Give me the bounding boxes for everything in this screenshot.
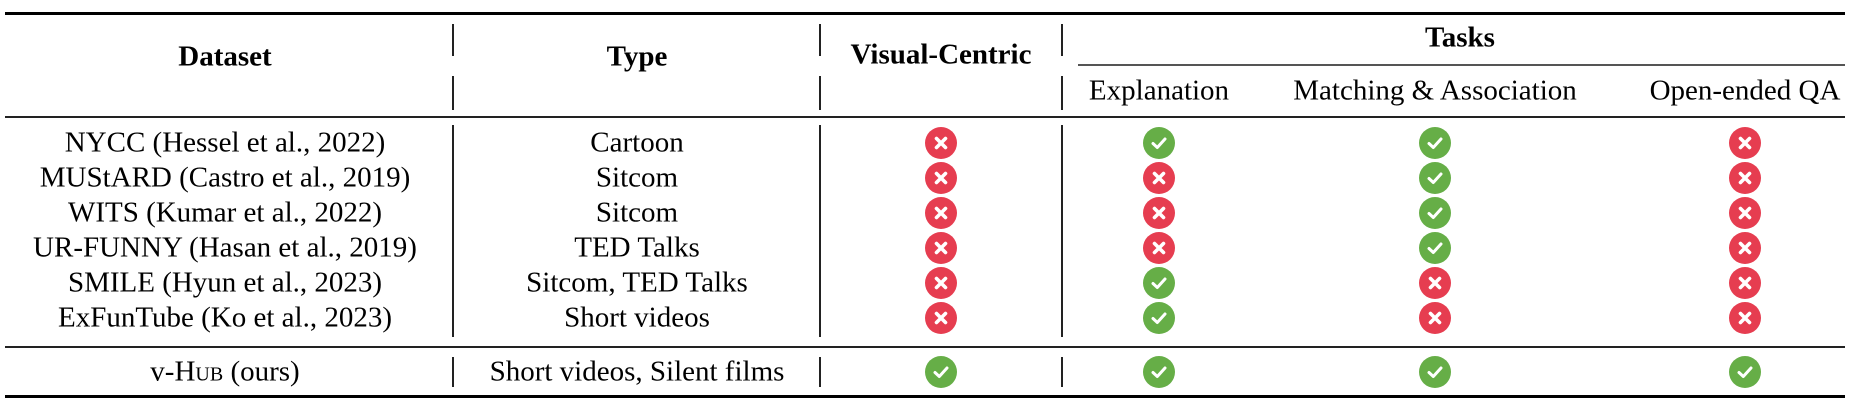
check-circle-icon [925, 356, 957, 388]
ours-dataset: v-Hub (ours) [150, 355, 300, 388]
col-separator [452, 24, 454, 56]
cross-circle-icon [1729, 232, 1761, 264]
cross-circle-icon [1143, 232, 1175, 264]
cross-circle-icon [925, 127, 957, 159]
check-circle-icon [1419, 356, 1451, 388]
cross-circle-icon [925, 302, 957, 334]
cross-circle-icon [1729, 162, 1761, 194]
cross-circle-icon [1143, 197, 1175, 229]
check-circle-icon [1143, 267, 1175, 299]
cross-circle-icon [925, 162, 957, 194]
cross-circle-icon [1729, 302, 1761, 334]
row-dataset: ExFunTube (Ko et al., 2023) [57, 301, 393, 334]
check-circle-icon [1419, 127, 1451, 159]
col-separator [819, 357, 821, 387]
header-open-ended-qa: Open-ended QA [1649, 74, 1841, 107]
header-type: Type [606, 40, 668, 73]
check-circle-icon [1143, 302, 1175, 334]
cross-circle-icon [1729, 267, 1761, 299]
col-separator [819, 76, 821, 110]
col-separator [452, 125, 454, 337]
check-circle-icon [1419, 162, 1451, 194]
row-dataset: WITS (Kumar et al., 2022) [67, 196, 383, 229]
col-separator [819, 24, 821, 56]
header-matching-association: Matching & Association [1293, 74, 1577, 107]
row-dataset: NYCC (Hessel et al., 2022) [64, 126, 386, 159]
cross-circle-icon [1729, 127, 1761, 159]
tasks-cmidrule [1078, 64, 1845, 66]
row-dataset: MUStARD (Castro et al., 2019) [39, 161, 411, 194]
cross-circle-icon [1419, 267, 1451, 299]
row-type: Sitcom [595, 196, 679, 229]
ours-name-prefix: v-H [150, 355, 196, 388]
header-dataset: Dataset [178, 40, 272, 73]
check-circle-icon [1419, 232, 1451, 264]
col-separator [452, 357, 454, 387]
col-separator [452, 76, 454, 110]
cross-circle-icon [1729, 197, 1761, 229]
row-type: TED Talks [574, 231, 700, 264]
header-tasks: Tasks [1425, 21, 1495, 54]
ours-name-smallcaps: ub [195, 355, 224, 388]
header-explanation: Explanation [1088, 74, 1230, 107]
cross-circle-icon [1419, 302, 1451, 334]
col-separator [1061, 125, 1063, 337]
check-circle-icon [1143, 127, 1175, 159]
check-circle-icon [1729, 356, 1761, 388]
col-separator [1061, 76, 1063, 110]
bottom-rule [5, 395, 1845, 398]
header-visual-centric: Visual-Centric [850, 38, 1032, 71]
col-separator [819, 125, 821, 337]
header-rule [5, 116, 1845, 118]
ours-name-suffix: (ours) [223, 355, 300, 388]
top-rule [5, 12, 1845, 15]
cross-circle-icon [925, 232, 957, 264]
check-circle-icon [1143, 356, 1175, 388]
ours-divider-rule [5, 346, 1845, 348]
row-type: Sitcom [595, 161, 679, 194]
check-circle-icon [1419, 197, 1451, 229]
row-type: Cartoon [590, 126, 684, 159]
ours-type: Short videos, Silent films [489, 355, 785, 388]
cross-circle-icon [925, 197, 957, 229]
row-dataset: SMILE (Hyun et al., 2023) [67, 266, 383, 299]
cross-circle-icon [1143, 162, 1175, 194]
col-separator [1061, 357, 1063, 387]
row-dataset: UR-FUNNY (Hasan et al., 2019) [33, 231, 417, 264]
row-type: Sitcom, TED Talks [526, 266, 748, 299]
row-type: Short videos [564, 301, 710, 334]
col-separator [1061, 24, 1063, 56]
cross-circle-icon [925, 267, 957, 299]
